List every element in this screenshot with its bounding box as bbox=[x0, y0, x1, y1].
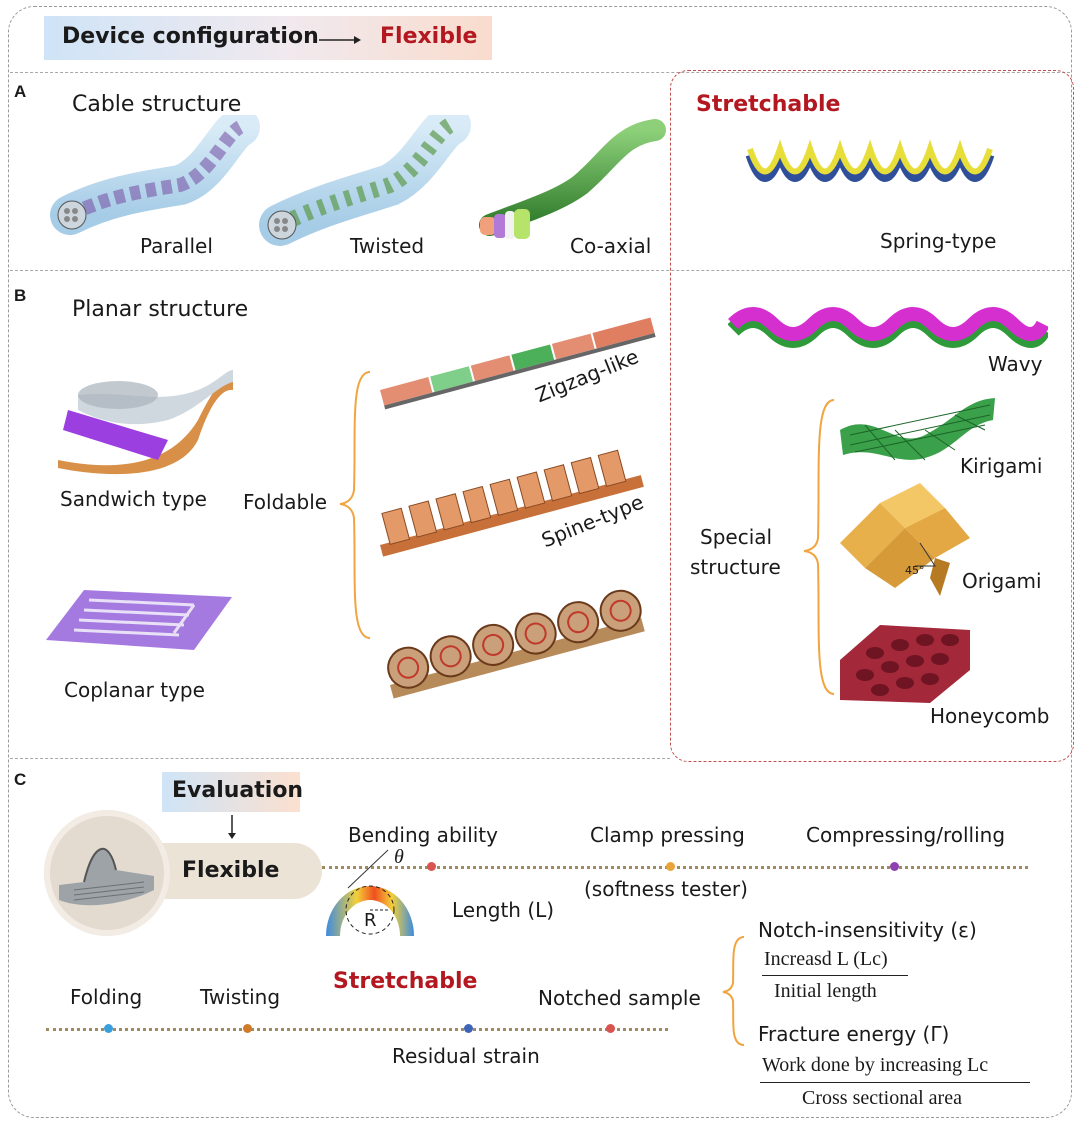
planar-structure-title: Planar structure bbox=[72, 297, 249, 322]
spring-illustration bbox=[745, 139, 995, 182]
header-bar bbox=[44, 16, 492, 60]
fracture-energy-label: Fracture energy (Γ) bbox=[758, 1022, 950, 1046]
flexible-sample-icon bbox=[59, 848, 154, 906]
softness-tester-label: (softness tester) bbox=[584, 877, 748, 901]
twisted-label: Twisted bbox=[350, 234, 425, 258]
header-title: Device configuration bbox=[62, 24, 319, 49]
special-structure-bracket bbox=[803, 399, 835, 695]
coplanar-type-label: Coplanar type bbox=[64, 678, 205, 702]
foldable-illustrations bbox=[380, 317, 656, 699]
origami-illustration bbox=[840, 483, 970, 596]
honeycomb-label: Honeycomb bbox=[930, 704, 1050, 728]
outer-frame bbox=[8, 6, 1072, 1118]
parallel-label: Parallel bbox=[140, 234, 213, 258]
twisting-label: Twisting bbox=[200, 985, 281, 1009]
notch-fraction-bar bbox=[762, 975, 908, 976]
stretchable-c-label: Stretchable bbox=[333, 969, 478, 994]
special-label: Special bbox=[700, 525, 773, 549]
cable-illustrations bbox=[50, 115, 666, 246]
notched-sample-label: Notched sample bbox=[538, 986, 701, 1010]
arrow-down-icon bbox=[228, 815, 236, 839]
stretchable-axis bbox=[46, 1028, 668, 1031]
notched-bracket bbox=[722, 936, 745, 1046]
compress-dot bbox=[890, 862, 899, 871]
folding-dot bbox=[104, 1024, 113, 1033]
twisting-dot bbox=[243, 1024, 252, 1033]
compressing-rolling-label: Compressing/rolling bbox=[806, 823, 1006, 847]
honeycomb-illustration bbox=[840, 625, 970, 703]
kirigami-label: Kirigami bbox=[960, 454, 1043, 478]
residual-dot bbox=[464, 1024, 473, 1033]
bending-dot bbox=[427, 862, 436, 871]
panel-c-letter: C bbox=[14, 770, 27, 789]
coplanar-illustration bbox=[46, 590, 232, 650]
notch-numerator: Increasd L (Lc) bbox=[764, 948, 888, 970]
bending-arc-icon bbox=[326, 849, 414, 936]
divider-top bbox=[10, 72, 1070, 73]
header-flexible: Flexible bbox=[380, 24, 478, 49]
divider-bc bbox=[10, 758, 670, 759]
theta-symbol: θ bbox=[394, 846, 404, 868]
coaxial-label: Co-axial bbox=[570, 234, 652, 258]
fracture-fraction-bar bbox=[760, 1082, 1030, 1083]
stretchable-box bbox=[670, 70, 1074, 762]
arrow-right-icon bbox=[319, 36, 361, 44]
fracture-denominator: Cross sectional area bbox=[802, 1087, 962, 1109]
kirigami-illustration bbox=[840, 398, 995, 461]
origami-angle: 45° bbox=[905, 564, 925, 577]
clamp-dot bbox=[666, 862, 675, 871]
cable-structure-title: Cable structure bbox=[72, 92, 242, 117]
wavy-label: Wavy bbox=[988, 352, 1043, 376]
origami-label: Origami bbox=[962, 569, 1042, 593]
panel-b-letter: B bbox=[14, 286, 27, 305]
sandwich-type-label: Sandwich type bbox=[60, 487, 207, 511]
spring-type-label: Spring-type bbox=[880, 229, 997, 253]
bending-ability-label: Bending ability bbox=[348, 823, 498, 847]
notched-dot bbox=[606, 1024, 615, 1033]
foldable-label: Foldable bbox=[243, 490, 328, 514]
fracture-numerator: Work done by increasing Lc bbox=[762, 1054, 989, 1076]
notch-insensitivity-label: Notch-insensitivity (ε) bbox=[758, 918, 977, 942]
flexible-label: Flexible bbox=[182, 858, 280, 883]
residual-strain-label: Residual strain bbox=[392, 1044, 540, 1068]
foldable-bracket bbox=[339, 371, 371, 639]
panel-a-letter: A bbox=[14, 82, 27, 101]
clamp-pressing-label: Clamp pressing bbox=[590, 823, 745, 847]
folding-label: Folding bbox=[70, 985, 143, 1009]
evaluation-title: Evaluation bbox=[172, 778, 304, 803]
radius-symbol: R bbox=[364, 910, 377, 931]
flexible-axis bbox=[322, 866, 1028, 869]
notch-denominator: Initial length bbox=[774, 980, 877, 1002]
divider-ab bbox=[10, 270, 1070, 271]
length-label: Length (L) bbox=[452, 898, 555, 922]
evaluation-bar bbox=[162, 772, 300, 812]
sandwich-illustration bbox=[58, 370, 233, 475]
wavy-illustration bbox=[728, 307, 1048, 348]
stretchable-title: Stretchable bbox=[696, 92, 841, 117]
flexible-sample-circle bbox=[44, 810, 170, 936]
structure-label: structure bbox=[690, 555, 781, 579]
